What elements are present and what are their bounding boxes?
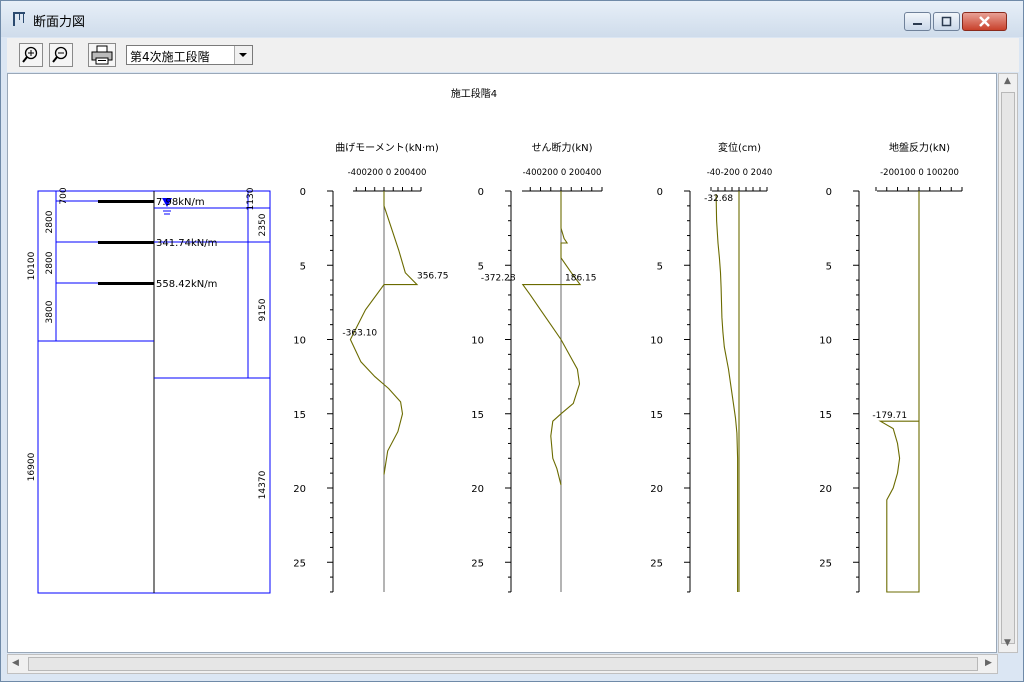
app-icon — [13, 12, 25, 26]
series-line-0 — [878, 191, 920, 593]
strut-load-3: 558.42kN/m — [156, 279, 217, 290]
dim-2350: 2350 — [258, 213, 268, 236]
series-line-0 — [349, 191, 419, 475]
main-title: 施工段階4 — [451, 87, 497, 100]
vertical-scrollbar[interactable]: ▲ ▼ — [998, 73, 1018, 653]
close-icon — [979, 16, 990, 27]
strut-load-1: 7.98kN/m — [156, 197, 205, 208]
window-title: 断面力図 — [33, 15, 86, 30]
horizontal-scrollbar[interactable]: ◀ ▶ — [7, 654, 998, 674]
dim-2800-a: 2800 — [45, 210, 55, 233]
depth-tick-label: 25 — [471, 558, 484, 569]
soil-profile: 7.98kN/m 341.74kN/m 558.42kN/m 700 2800 … — [27, 187, 271, 594]
chart-title: 変位(cm) — [718, 141, 761, 154]
depth-tick-label: 10 — [471, 336, 484, 347]
maximize-button[interactable] — [933, 12, 960, 31]
minimize-icon — [913, 23, 922, 25]
zoom-in-icon — [22, 46, 38, 63]
depth-tick-label: 20 — [471, 484, 484, 495]
stage-select[interactable]: 第4次施工段階 — [126, 45, 253, 65]
dim-9150: 9150 — [258, 298, 268, 321]
x-tick-labels: -400200 0 200400 — [523, 168, 602, 178]
minimize-button[interactable] — [904, 12, 931, 31]
strut-2 — [98, 241, 154, 244]
series-line-0 — [715, 193, 739, 592]
x-tick-labels: -200100 0 100200 — [880, 168, 959, 178]
print-button[interactable] — [88, 43, 116, 67]
dim-3800: 3800 — [45, 300, 55, 323]
maximize-icon — [941, 16, 952, 27]
depth-tick-label: 15 — [819, 410, 832, 421]
depth-tick-label: 15 — [293, 410, 306, 421]
water-level-icon — [162, 198, 172, 207]
data-annotation: -32.68 — [704, 194, 733, 204]
scroll-left-icon[interactable]: ◀ — [12, 658, 19, 668]
strut-load-2: 341.74kN/m — [156, 238, 217, 249]
dim-1130: 1130 — [246, 187, 256, 210]
depth-tick-label: 15 — [471, 410, 484, 421]
zoom-out-button[interactable] — [49, 43, 73, 67]
data-annotation: 356.75 — [417, 272, 449, 282]
dim-14370: 14370 — [258, 470, 268, 499]
dim-700: 700 — [59, 187, 69, 204]
depth-tick-label: 10 — [650, 336, 663, 347]
depth-tick-label: 0 — [300, 187, 306, 198]
series-line-0 — [521, 191, 582, 486]
depth-tick-label: 20 — [650, 484, 663, 495]
dim-10100: 10100 — [27, 251, 37, 280]
diagram-canvas: 施工段階4 7.98kN/m — [7, 73, 997, 653]
strut-3 — [98, 282, 154, 285]
data-annotation: -363.10 — [342, 329, 377, 339]
depth-tick-label: 5 — [478, 261, 484, 272]
title-bar: 断面力図 — [1, 1, 1023, 37]
depth-tick-label: 5 — [657, 261, 663, 272]
chart-title: せん断力(kN) — [531, 141, 592, 154]
section-force-diagram: 施工段階4 7.98kN/m — [27, 87, 963, 594]
stage-select-value: 第4次施工段階 — [130, 50, 210, 64]
depth-tick-label: 0 — [826, 187, 832, 198]
scroll-up-icon[interactable]: ▲ — [1004, 76, 1011, 86]
depth-tick-label: 20 — [293, 484, 306, 495]
zoom-in-button[interactable] — [19, 43, 43, 67]
depth-tick-label: 25 — [819, 558, 832, 569]
zoom-out-icon — [52, 46, 68, 63]
x-tick-labels: -40-200 0 2040 — [707, 168, 773, 178]
scroll-down-icon[interactable]: ▼ — [1004, 638, 1011, 648]
depth-tick-label: 25 — [293, 558, 306, 569]
depth-tick-label: 20 — [819, 484, 832, 495]
chevron-down-icon[interactable] — [234, 46, 252, 64]
strut-1 — [98, 200, 154, 203]
horizontal-scroll-thumb[interactable] — [28, 657, 978, 671]
depth-tick-label: 5 — [300, 261, 306, 272]
close-button[interactable] — [962, 12, 1007, 31]
chart-title: 地盤反力(kN) — [889, 141, 950, 154]
data-annotation: 186.15 — [565, 274, 597, 284]
depth-tick-label: 10 — [293, 336, 306, 347]
printer-icon — [91, 45, 113, 65]
vertical-scroll-thumb[interactable] — [1001, 92, 1015, 644]
data-annotation: -179.71 — [872, 411, 907, 421]
depth-tick-label: 0 — [657, 187, 663, 198]
x-tick-labels: -400200 0 200400 — [348, 168, 427, 178]
scroll-right-icon[interactable]: ▶ — [985, 658, 992, 668]
depth-tick-label: 5 — [826, 261, 832, 272]
data-annotation: -372.28 — [481, 274, 516, 284]
dim-16900: 16900 — [27, 452, 37, 481]
dim-2800-b: 2800 — [45, 251, 55, 274]
depth-tick-label: 15 — [650, 410, 663, 421]
depth-tick-label: 25 — [650, 558, 663, 569]
depth-tick-label: 0 — [478, 187, 484, 198]
chart-title: 曲げモーメント(kN·m) — [335, 142, 439, 154]
charts-group: 曲げモーメント(kN·m) -400200 0 200400 0 5 10 15 20 25 3… — [293, 141, 963, 593]
depth-tick-label: 10 — [819, 336, 832, 347]
toolbar: 第4次施工段階 — [7, 38, 1019, 72]
